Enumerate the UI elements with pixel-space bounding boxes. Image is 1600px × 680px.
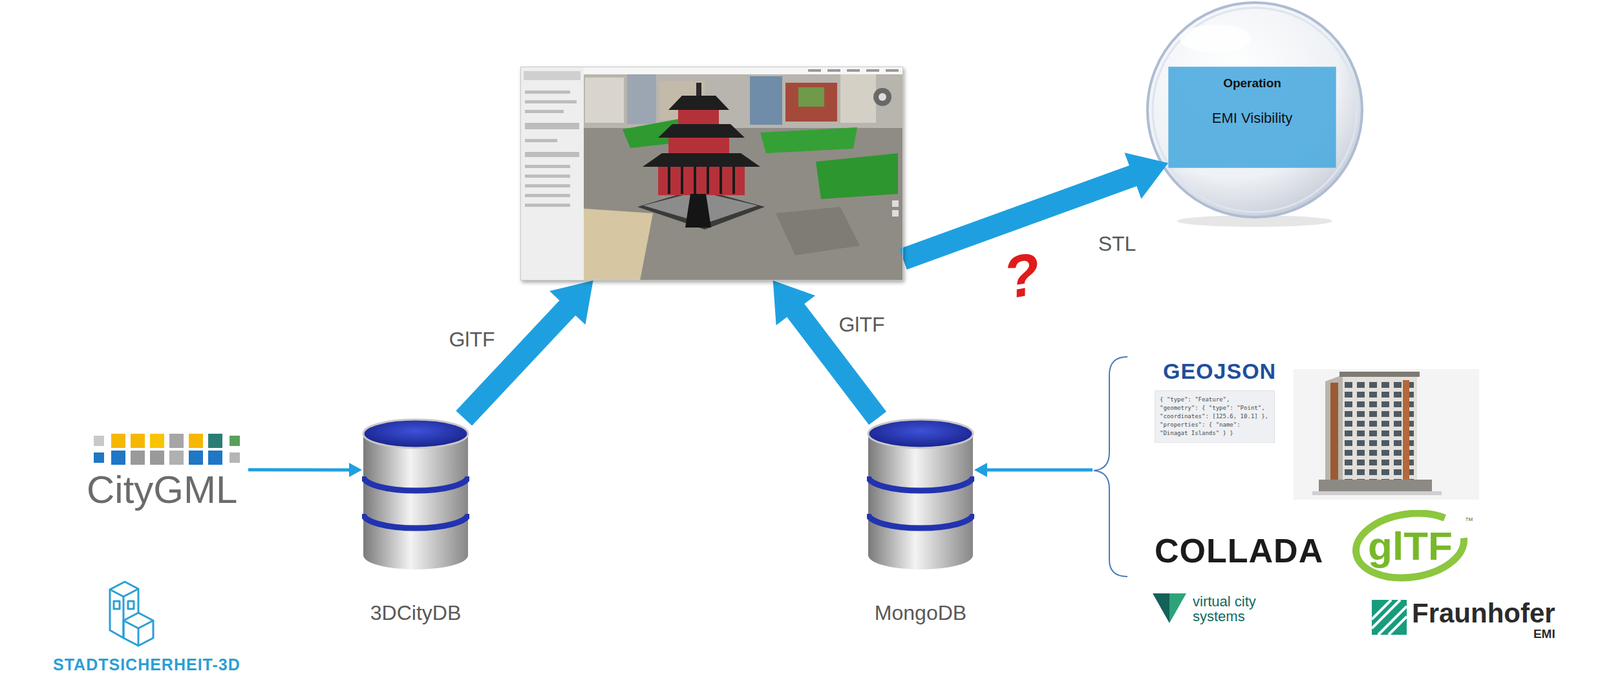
database-cylinder: 3DCityDB <box>362 418 470 572</box>
vcs-logo: virtual city systems <box>1152 592 1284 624</box>
project-logo-icon <box>109 581 154 646</box>
logo-subtext: EMI <box>1411 627 1556 642</box>
trademark: ™ <box>1464 515 1474 526</box>
flow-arrow <box>773 280 887 425</box>
geojson-snippet: { "type": "Feature", "geometry": { "type… <box>1154 390 1275 443</box>
cylinder-outline <box>866 418 975 572</box>
screenshot-frame <box>520 66 904 281</box>
citygml-squares <box>86 431 249 466</box>
bracket <box>1093 356 1128 577</box>
box-body: EMI Visibility <box>1212 109 1293 127</box>
flow-arrow <box>455 280 593 427</box>
citygml-logo: CityGML <box>86 431 249 510</box>
geojson-logo: GEOJSON <box>1162 358 1277 384</box>
edge-label: GlTF <box>835 312 887 337</box>
box-heading: Operation <box>1223 76 1282 91</box>
logo-text: glTF <box>1367 526 1453 567</box>
flow-arrow <box>248 462 363 478</box>
operation-box: OperationEMI Visibility <box>1168 66 1337 169</box>
gltf-logo: glTF <box>1351 510 1469 582</box>
building-image <box>1293 369 1480 500</box>
collada-logo: COLLADA <box>1154 531 1324 571</box>
database-label: MongoDB <box>874 601 967 626</box>
logo-text: virtual city systems <box>1192 592 1284 624</box>
project-logo-text: STADTSICHERHEIT-3D <box>53 654 241 675</box>
logo-text: GEOJSON <box>1162 358 1277 384</box>
logo-text: CityGML <box>86 470 249 510</box>
fraunhofer-logo: FraunhoferEMI <box>1371 599 1556 642</box>
fraunhofer-icon <box>1371 599 1407 635</box>
database-label: 3DCityDB <box>370 601 461 626</box>
cylinder-outline <box>362 418 470 572</box>
sphere-highlight <box>1179 24 1251 54</box>
flow-arrow <box>974 462 1093 478</box>
edge-label: GlTF <box>446 327 498 352</box>
database-cylinder: MongoDB <box>866 418 975 572</box>
edge-label: STL <box>1095 231 1140 256</box>
logo-text: Fraunhofer <box>1411 599 1556 628</box>
sphere-rim <box>1152 7 1357 213</box>
city-viewer-screenshot <box>520 66 904 281</box>
logo-text: COLLADA <box>1154 531 1324 571</box>
sphere <box>1147 2 1363 218</box>
question-mark: ? <box>998 243 1045 308</box>
vcs-icon <box>1152 593 1187 625</box>
